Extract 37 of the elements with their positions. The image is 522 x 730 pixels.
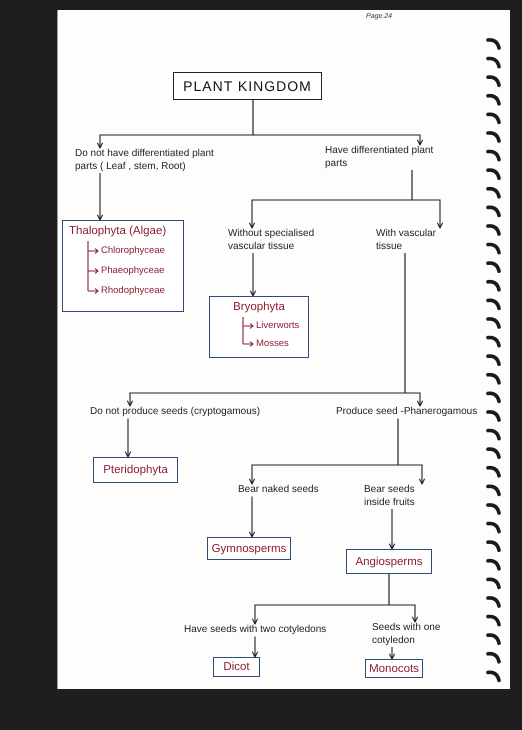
arrow: [252, 636, 258, 658]
arrow: [250, 253, 256, 297]
arrow: [404, 253, 424, 407]
arrow: [388, 509, 396, 550]
branch-label: Have seeds with two cotyledons: [184, 624, 334, 636]
subgroup-label: Rhodophyceae: [101, 284, 165, 298]
branch-label: Without specialised vascular tissue: [228, 228, 333, 253]
taxon-box: [209, 296, 309, 358]
arrow: [388, 574, 418, 623]
subgroup-label: Chlorophyceae: [101, 244, 165, 258]
branch-label: Bear naked seeds: [238, 484, 326, 496]
branch-label: Produce seed -Phanerogamous: [336, 406, 482, 418]
branch-label: Do not have differentiated plant parts ( Leaf , stem, Root): [75, 148, 233, 173]
branch-label: With vascular tissue: [376, 228, 446, 253]
arrow: [388, 647, 396, 660]
taxon-box: Dicot: [213, 657, 260, 677]
arrow: [96, 173, 104, 221]
subgroup-label: Phaeophyceae: [101, 264, 164, 278]
taxon-box: Pteridophyta: [93, 457, 178, 483]
title-box: PLANT KINGDOM: [173, 72, 322, 100]
arrow: [397, 418, 426, 485]
taxon-box: Monocots: [365, 659, 423, 678]
taxon-heading: Bryophyta: [233, 300, 285, 314]
branch-label: Have differentiated plant parts: [325, 145, 453, 170]
branch-label: Seeds with one cotyledon: [372, 622, 447, 647]
subgroup-label: Liverworts: [256, 319, 300, 333]
taxon-heading: Thalophyta (Algae): [69, 224, 166, 238]
arrow: [411, 170, 444, 229]
taxon-box: Angiosperms: [346, 549, 432, 574]
arrow: [124, 418, 132, 458]
taxon-box: Gymnosperms: [207, 537, 291, 560]
taxon-box: [62, 220, 184, 312]
subgroup-label: Mosses: [256, 337, 289, 351]
arrow: [248, 496, 256, 538]
arrow: [252, 100, 424, 146]
branch-label: Do not produce seeds (cryptogamous): [90, 406, 275, 418]
branch-label: Bear seeds inside fruits: [364, 484, 432, 509]
